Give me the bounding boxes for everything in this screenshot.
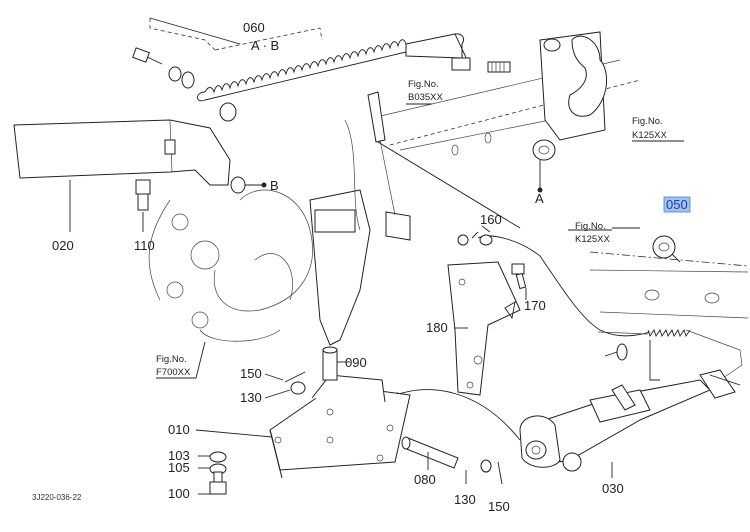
figref-k125-top-code: K125XX (632, 130, 668, 141)
callout-130-lower: 130 (454, 492, 476, 507)
spring (197, 39, 407, 102)
upper-frame (371, 31, 641, 193)
figref-b035-code: B035XX (408, 92, 444, 103)
callout-labels: 060 A · B 020 110 B A 160 170 180 090 15… (52, 20, 691, 514)
figref-k125-mid-label: Fig.No. (575, 221, 606, 232)
callout-080: 080 (414, 472, 436, 487)
ref-a: A (535, 191, 544, 206)
callout-050-highlight (663, 196, 691, 213)
figref-k125-mid-code: K125XX (575, 234, 611, 245)
callout-103: 103 (168, 448, 190, 463)
lower-link-030 (519, 369, 741, 478)
callout-150-upper: 150 (240, 366, 262, 381)
bracket-020 (13, 119, 267, 232)
callout-150-lower: 150 (488, 499, 510, 514)
figref-b035-label: Fig.No. (408, 79, 439, 90)
callout-100: 100 (168, 486, 190, 501)
callout-180: 180 (426, 320, 448, 335)
figure-references: Fig.No. B035XX Fig.No. K125XX Fig.No. K1… (156, 79, 668, 378)
callout-060: 060 (243, 20, 265, 35)
check-chain (539, 255, 743, 381)
callout-050[interactable]: 050 (666, 197, 688, 212)
callout-105: 105 (168, 460, 190, 475)
drawing-id: 3J220-036-22 (32, 493, 82, 502)
figref-f700-label: Fig.No. (156, 354, 187, 365)
callout-130-upper: 130 (240, 390, 262, 405)
tractor-body (148, 119, 371, 346)
base-plate-010 (195, 346, 503, 495)
spring-assembly (132, 17, 511, 122)
figref-k125-top-label: Fig.No. (632, 116, 663, 127)
callout-160: 160 (480, 212, 502, 227)
bracket-b035 (367, 91, 541, 290)
movement-arrow (387, 389, 521, 441)
leader-lines (156, 103, 684, 379)
callout-170: 170 (524, 298, 546, 313)
callout-110: 110 (134, 238, 155, 253)
mid-frame (589, 235, 749, 319)
figref-f700-code: F700XX (156, 367, 191, 378)
ref-b: B (270, 178, 279, 193)
callout-030: 030 (602, 481, 624, 496)
callout-090: 090 (345, 355, 367, 370)
callout-020: 020 (52, 238, 74, 253)
callout-010: 010 (168, 422, 190, 437)
plate-180 (447, 261, 521, 396)
ref-ab-group: A · B (251, 38, 279, 53)
